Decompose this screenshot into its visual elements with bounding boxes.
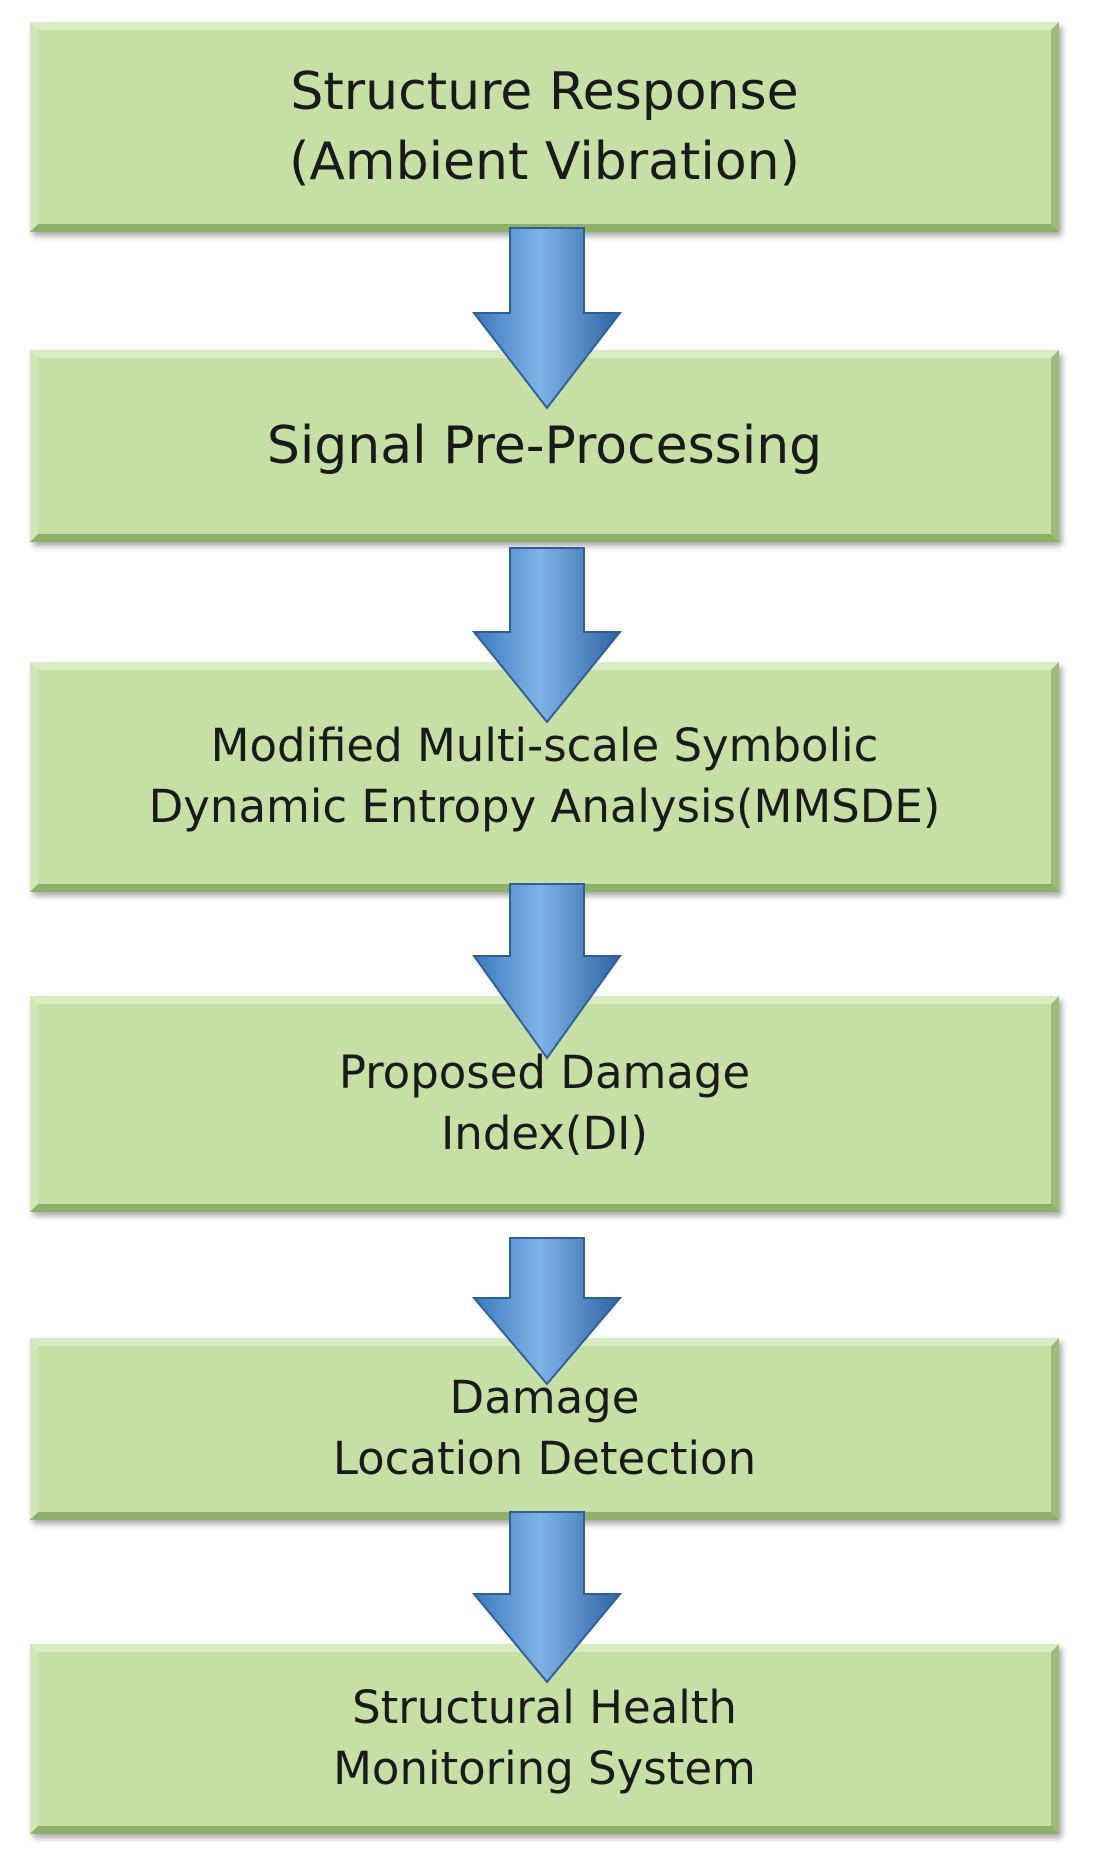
step-5-line-2: Location Detection (332, 1432, 757, 1485)
step-2-line-1: Signal Pre-Processing (266, 415, 823, 476)
step-6-line-2: Monitoring System (333, 1742, 756, 1795)
step-6-line-1: Structural Health (352, 1681, 737, 1735)
step-4-line-2: Index(DI) (441, 1107, 648, 1160)
down-arrow-icon (472, 883, 622, 1060)
down-arrow-icon (471, 547, 623, 724)
down-arrow-icon (471, 1511, 623, 1684)
down-arrow-icon (471, 1237, 623, 1386)
step-3-line-1: Modified Multi-scale Symbolic (210, 719, 879, 773)
step-3-line-2: Dynamic Entropy Analysis(MMSDE) (148, 780, 941, 833)
step-1-line-2: (Ambient Vibration) (289, 132, 800, 192)
step-1-line-1: Structure Response (290, 61, 799, 122)
down-arrow-icon (471, 227, 623, 410)
step-structure-response: Structure Response (Ambient Vibration) (30, 22, 1059, 232)
